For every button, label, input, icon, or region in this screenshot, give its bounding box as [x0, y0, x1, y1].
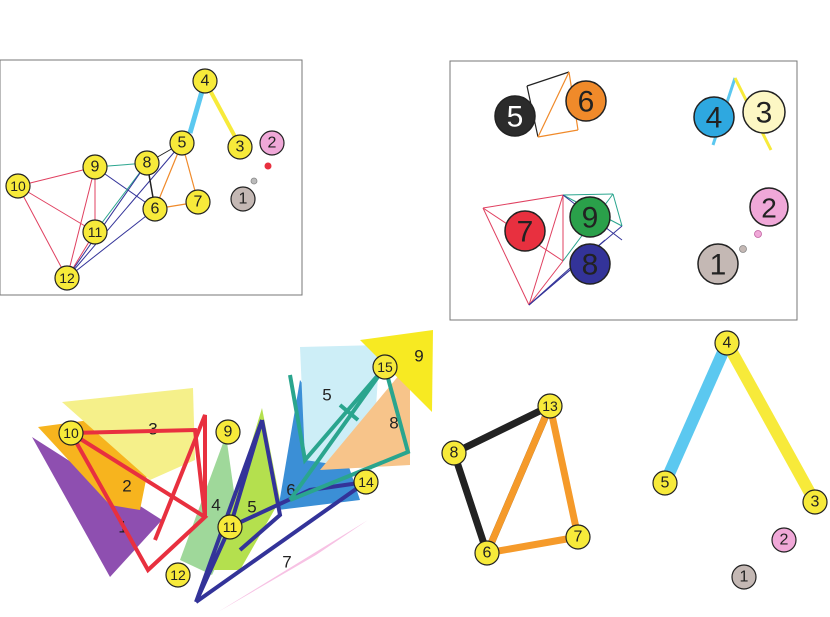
panel-c-node-3-label: 3	[811, 494, 820, 511]
panel-a-node-8: 8	[134, 150, 160, 176]
panel-a-node-3-label: 3	[236, 139, 245, 156]
panel-c-node-5-label: 5	[661, 475, 670, 492]
panel-c-node-13-label: 13	[542, 398, 558, 414]
region-5-label: 5	[247, 498, 256, 517]
panel-b-node-4: 4	[693, 96, 735, 138]
panel-c-node-9: 9	[215, 419, 241, 445]
panel-b-node-7: 7	[504, 210, 546, 252]
panel-b-node-6: 6	[565, 80, 607, 122]
panel-a-node-6-label: 6	[151, 201, 160, 218]
panel-b-node-3-label: 3	[756, 97, 773, 130]
panel-c-node-7: 7	[565, 524, 591, 550]
panel-a-node-10-label: 10	[10, 178, 26, 194]
panel-a-node-3: 3	[227, 134, 253, 160]
region-6-label: 6	[286, 481, 295, 500]
region-7	[218, 520, 368, 612]
panel-a-node-1: 1	[230, 186, 256, 212]
panel-a-node-12-label: 12	[59, 270, 75, 286]
panel-c-node-10: 10	[58, 420, 84, 446]
panel-c-regions	[32, 330, 433, 612]
panel-b-node-2: 2	[749, 187, 789, 227]
panel-a-node-12: 12	[54, 265, 80, 291]
panel-c-node-6-label: 6	[483, 545, 492, 562]
panel-c-node-5: 5	[652, 470, 678, 496]
panel-b-node-2-label: 2	[761, 193, 777, 224]
panel-a-node-4: 4	[192, 68, 218, 94]
panel-c-node-2: 2	[771, 527, 797, 553]
panel-a-node-5-label: 5	[178, 135, 187, 152]
region-3	[62, 388, 195, 480]
panel-c-node-2-label: 2	[780, 532, 789, 549]
panel-b-node-8-label: 8	[582, 249, 599, 282]
panel-b-node-3: 3	[742, 90, 786, 134]
panel-b-dot-2	[754, 230, 762, 238]
panel-c-node-14: 14	[353, 469, 379, 495]
region-1	[32, 437, 162, 577]
panel-c-node-4: 4	[714, 330, 740, 356]
panel-c-node-3: 3	[802, 489, 828, 515]
panel-b-node-5: 5	[494, 95, 536, 137]
region-2-label: 2	[122, 477, 131, 496]
panel-a-node-8-label: 8	[143, 155, 152, 172]
panel-a-node-2-label: 2	[268, 135, 277, 152]
panel-b-node-9: 9	[569, 196, 611, 238]
panel-b-node-7-label: 7	[517, 216, 534, 249]
panel-c-node-12-label: 12	[170, 567, 186, 583]
panel-b-node-9-label: 9	[582, 202, 599, 235]
panel-c-node-14-label: 14	[358, 474, 374, 490]
panel-b-frame	[449, 60, 798, 321]
panel-a-node-1-label: 1	[239, 191, 248, 208]
panel-a-node-2: 2	[259, 130, 285, 156]
region-7-label: 7	[282, 553, 291, 572]
panel-c-node-11-label: 11	[223, 519, 238, 535]
panel-b-dot-1	[739, 245, 747, 253]
panel-c-node-7-label: 7	[574, 529, 583, 546]
panel-c-node-6: 6	[474, 540, 500, 566]
panel-a-node-9: 9	[82, 154, 108, 180]
panel-b-node-1-label: 1	[710, 249, 727, 282]
panel-c-node-12: 12	[165, 562, 191, 588]
panel-a-node-7: 7	[185, 189, 211, 215]
panel-c-node-11: 11	[217, 514, 243, 540]
region-4-label: 4	[211, 496, 220, 515]
panel-c-node-4-label: 4	[723, 335, 732, 352]
panel-b-node-1: 1	[697, 243, 739, 285]
panel-c-node-8: 8	[441, 440, 467, 466]
panel-a-dot-1	[250, 177, 258, 185]
panel-a-node-4-label: 4	[201, 73, 210, 90]
region-8	[320, 362, 410, 470]
panel-a-dot-2	[264, 162, 272, 170]
panel-c-node-9-label: 9	[224, 424, 233, 441]
panel-b-node-8: 8	[569, 243, 611, 285]
panel-a-node-6: 6	[142, 196, 168, 222]
panel-c-node-1: 1	[731, 564, 757, 590]
panel-c-node-15: 15	[372, 354, 398, 380]
panel-a-node-5: 5	[169, 130, 195, 156]
region-9-label: 9	[414, 347, 423, 366]
panel-a-frame	[0, 59, 303, 296]
panel-c-node-10-label: 10	[63, 425, 79, 441]
panel-c-strokes	[69, 340, 821, 604]
region-10-label: 5	[322, 386, 331, 405]
panel-c-node-8-label: 8	[450, 445, 459, 462]
region-3-label: 3	[148, 420, 157, 439]
panel-a-node-10: 10	[5, 173, 31, 199]
panel-b-node-5-label: 5	[507, 101, 524, 134]
panel-c-node-1-label: 1	[740, 569, 749, 586]
region-8-label: 8	[389, 414, 398, 433]
panel-b-node-4-label: 4	[706, 102, 723, 135]
panel-a-node-11: 11	[82, 219, 108, 245]
panel-a-edges	[17, 80, 242, 279]
panel-b-node-6-label: 6	[578, 86, 595, 119]
panel-c-node-13: 13	[537, 393, 563, 419]
panel-c-node-15-label: 15	[377, 359, 393, 375]
panel-a-node-7-label: 7	[194, 194, 203, 211]
panel-a-node-9-label: 9	[91, 159, 100, 176]
panel-a-node-11-label: 11	[88, 224, 103, 240]
